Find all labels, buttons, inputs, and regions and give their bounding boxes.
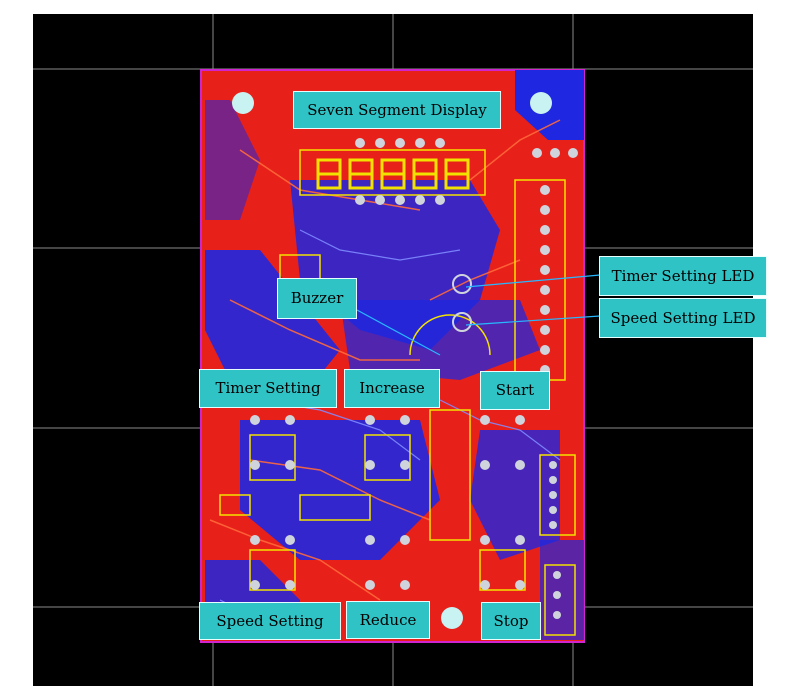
- label-increase: Increase: [344, 369, 440, 408]
- label-start: Start: [480, 371, 550, 410]
- label-timer-setting: Timer Setting: [199, 369, 337, 408]
- label-speed-setting-led: Speed Setting LED: [599, 298, 767, 338]
- label-speed-setting: Speed Setting: [199, 602, 341, 640]
- mounting-holes: [232, 92, 552, 629]
- pcb-pads: [250, 138, 578, 619]
- pcb-board: [200, 69, 585, 643]
- label-stop: Stop: [481, 602, 541, 640]
- leader-lines: [356, 274, 601, 356]
- label-reduce: Reduce: [346, 601, 430, 639]
- label-seven-segment-display: Seven Segment Display: [293, 91, 501, 129]
- seven-segment-digits: [316, 158, 470, 190]
- label-buzzer: Buzzer: [277, 278, 357, 319]
- label-timer-setting-led: Timer Setting LED: [599, 256, 767, 296]
